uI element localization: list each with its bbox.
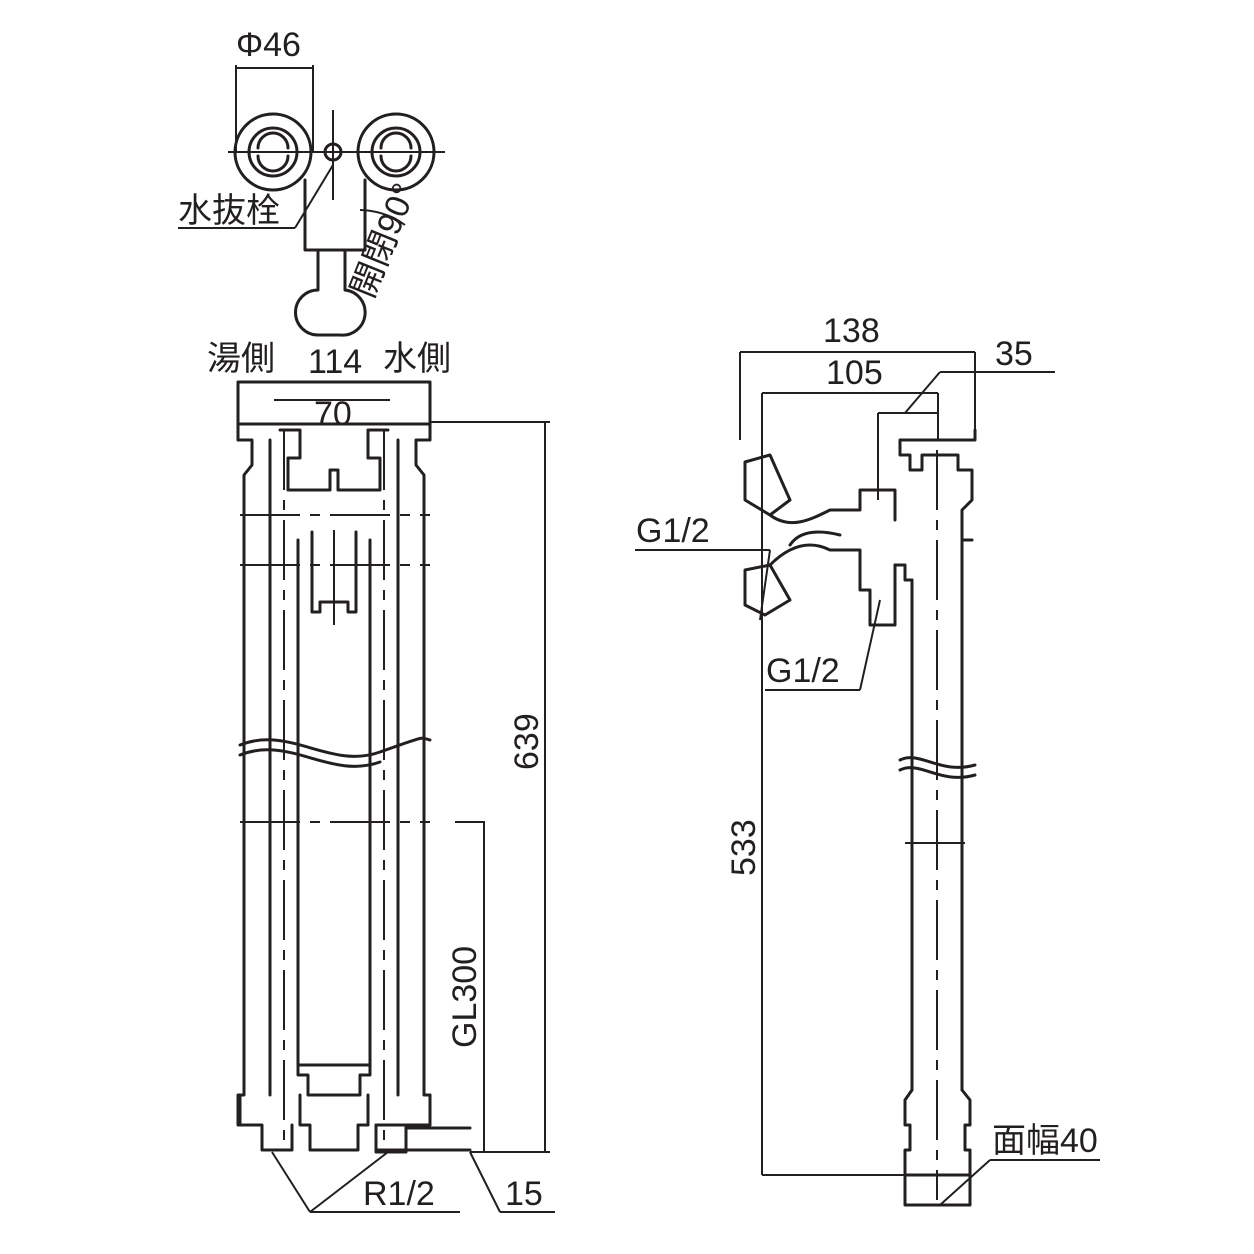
label-thread-lower: G1/2 (766, 652, 840, 690)
label-width-inner: 70 (314, 395, 352, 433)
label-cold-side: 水側 (383, 340, 451, 378)
label-total-height: 639 (508, 713, 546, 770)
label-depth-spout: 105 (826, 354, 883, 392)
front-view: Φ46 水抜栓 開閉90° 湯側 水側 114 70 (178, 26, 555, 1213)
label-handle-diameter: Φ46 (236, 26, 301, 64)
label-open-close-angle: 開閉90° (344, 178, 424, 303)
label-across-flats: 面幅40 (992, 1122, 1098, 1160)
label-drain-plug: 水抜栓 (178, 192, 280, 230)
label-width-outer: 114 (308, 343, 362, 381)
side-view: 138 105 35 G1/2 (635, 312, 1100, 1207)
label-thread-side: G1/2 (636, 512, 710, 550)
label-top-offset: 35 (995, 335, 1033, 373)
label-ground-level: GL300 (446, 946, 484, 1048)
label-thread-bottom: R1/2 (363, 1175, 435, 1213)
label-height-outlet: 533 (725, 819, 763, 876)
label-offset-bottom: 15 (505, 1175, 543, 1213)
label-depth-total: 138 (823, 312, 880, 350)
label-hot-side: 湯側 (207, 340, 275, 378)
